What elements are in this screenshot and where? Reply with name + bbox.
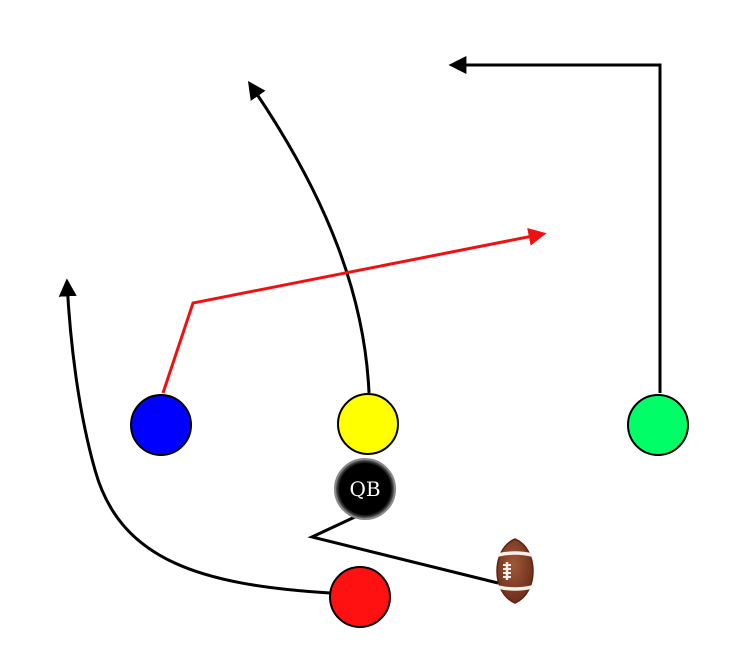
route-wr-left [161,227,547,394]
football-icon [496,538,534,604]
player-wr-right[interactable] [627,394,689,456]
qb-label: QB [349,477,380,501]
routes [58,56,662,595]
player-slot-center[interactable] [337,393,399,455]
player-wr-left[interactable] [130,394,192,456]
route-qb [307,514,499,585]
player-qb[interactable]: QB [334,458,396,520]
route-rb [58,278,331,595]
route-wr-right [448,56,662,393]
route-slot-center [247,81,371,394]
player-rb[interactable] [329,566,391,628]
